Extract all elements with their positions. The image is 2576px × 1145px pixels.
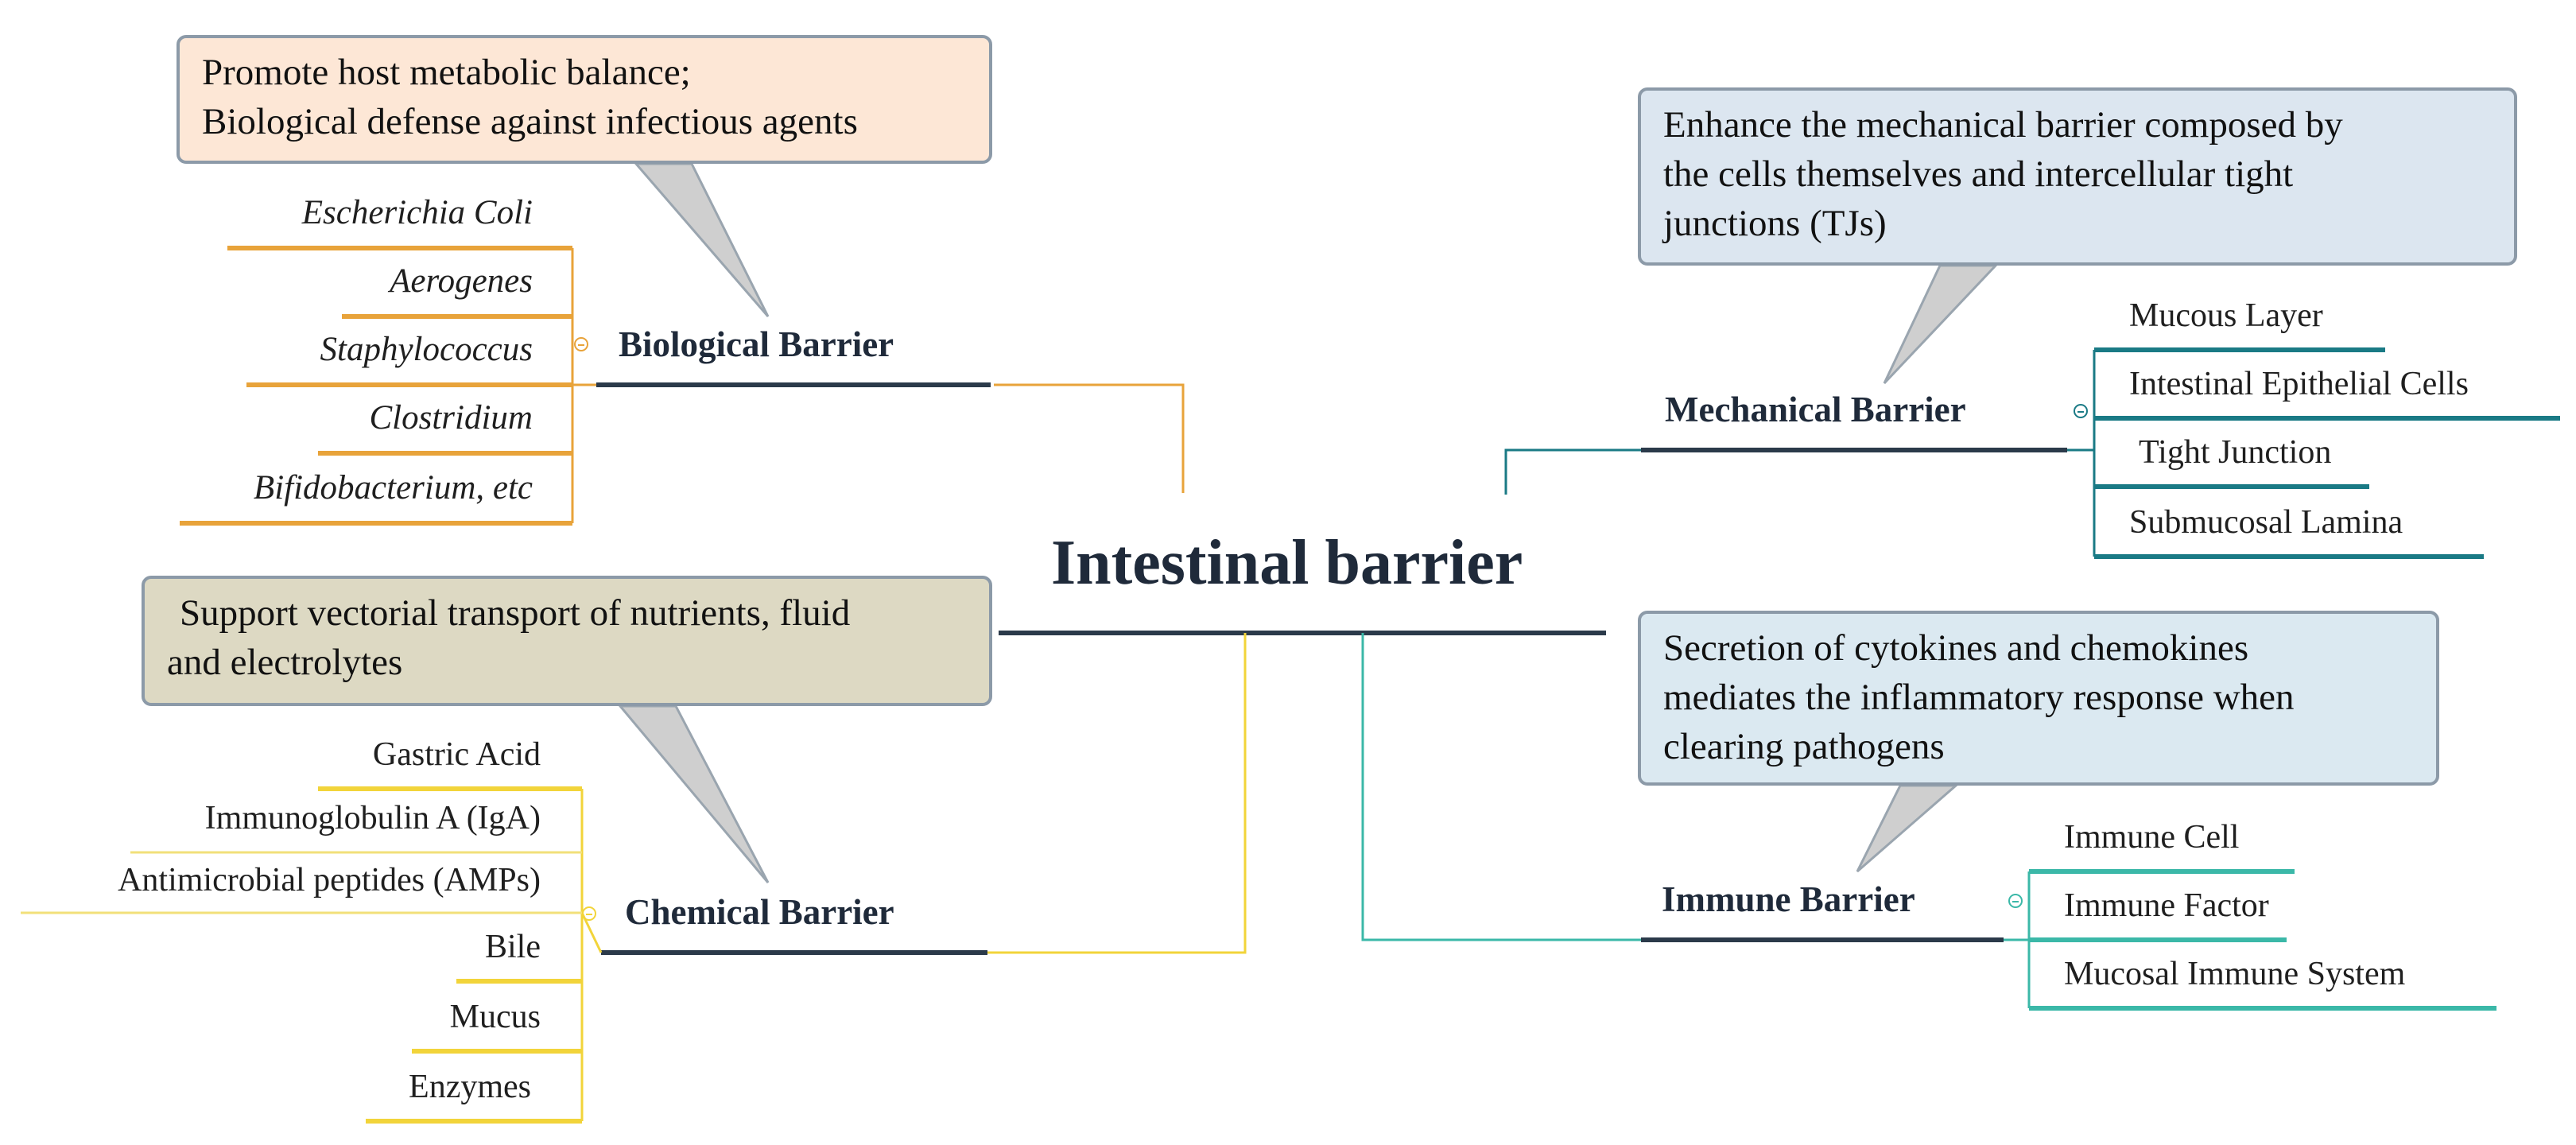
- biological-collapse-toggle[interactable]: [574, 337, 588, 351]
- chemical-leaf-bile[interactable]: Bile: [485, 929, 541, 965]
- branch-chemical[interactable]: Chemical Barrier: [625, 892, 894, 932]
- mechanical-leaf-epithelial-cells[interactable]: Intestinal Epithelial Cells: [2129, 366, 2469, 402]
- biological-leaf-lines: [180, 246, 596, 526]
- chemical-leaf-gastric-acid[interactable]: Gastric Acid: [372, 736, 541, 773]
- callout-mechanical-line-1: Enhance the mechanical barrier composed …: [1663, 104, 2343, 146]
- callout-mechanical-line-2: the cells themselves and intercellular t…: [1663, 153, 2294, 195]
- callout-biological-line-2: Biological defense against infectious ag…: [202, 101, 858, 142]
- callout-pointer-mechanical: [1883, 264, 1999, 385]
- chemical-leaf-mucus[interactable]: Mucus: [449, 999, 541, 1035]
- callout-chemical-line-2: and electrolytes: [167, 642, 403, 683]
- trunk-mechanical: [1504, 448, 1641, 495]
- chemical-leaf-lines: [21, 786, 603, 1124]
- trunk-biological: [994, 383, 1185, 493]
- biological-leaf-clostridium[interactable]: Clostridium: [369, 399, 533, 437]
- immune-leaf-immune-cell[interactable]: Immune Cell: [2064, 819, 2240, 856]
- chemical-leaf-enzymes[interactable]: Enzymes: [409, 1069, 531, 1105]
- biological-leaf-bifidobacterium[interactable]: Bifidobacterium, etc: [253, 469, 533, 507]
- callout-chemical: Support vectorial transport of nutrients…: [142, 576, 992, 706]
- immune-leaf-immune-factor[interactable]: Immune Factor: [2064, 887, 2269, 924]
- biological-leaf-staphylococcus[interactable]: Staphylococcus: [320, 331, 533, 368]
- biological-leaf-aerogenes[interactable]: Aerogenes: [390, 262, 533, 300]
- mechanical-leaf-tight-junction[interactable]: Tight Junction: [2139, 434, 2332, 471]
- chemical-leaf-amps[interactable]: Antimicrobial peptides (AMPs): [118, 862, 541, 899]
- immune-leaf-mucosal-immune-system[interactable]: Mucosal Immune System: [2064, 956, 2406, 992]
- callout-mechanical: Enhance the mechanical barrier composed …: [1638, 87, 2517, 266]
- callout-immune-line-3: clearing pathogens: [1663, 726, 1945, 767]
- branch-biological[interactable]: Biological Barrier: [619, 324, 894, 364]
- callout-biological-line-1: Promote host metabolic balance;: [202, 52, 691, 93]
- callout-chemical-line-1: Support vectorial transport of nutrients…: [180, 592, 851, 634]
- biological-leaf-escherichia-coli[interactable]: Escherichia Coli: [301, 194, 533, 231]
- chemical-leaf-iga[interactable]: Immunoglobulin A (IgA): [204, 800, 541, 836]
- mechanical-leaf-submucosal-lamina[interactable]: Submucosal Lamina: [2129, 504, 2403, 541]
- callout-mechanical-line-3: junctions (TJs): [1663, 203, 1887, 244]
- center-topic[interactable]: Intestinal barrier: [1051, 528, 1523, 598]
- branch-immune[interactable]: Immune Barrier: [1662, 879, 1915, 919]
- chemical-collapse-toggle[interactable]: [582, 906, 596, 921]
- mechanical-leaf-lines: [2067, 347, 2560, 559]
- mechanical-collapse-toggle[interactable]: [2074, 404, 2088, 418]
- trunk-immune: [1361, 633, 1641, 941]
- immune-leaf-lines: [2004, 869, 2496, 1011]
- callout-biological: Promote host metabolic balance; Biologic…: [177, 35, 992, 164]
- branch-mechanical[interactable]: Mechanical Barrier: [1665, 390, 1966, 429]
- callout-immune-line-2: mediates the inflammatory response when: [1663, 677, 2295, 718]
- callout-pointer-immune: [1856, 784, 1960, 873]
- immune-collapse-toggle[interactable]: [2008, 894, 2023, 908]
- mechanical-leaf-mucous-layer[interactable]: Mucous Layer: [2129, 297, 2323, 334]
- trunk-chemical: [986, 633, 1247, 954]
- callout-immune: Secretion of cytokines and chemokines me…: [1638, 611, 2439, 786]
- callout-pointer-biological: [633, 162, 770, 317]
- callout-pointer-chemical: [617, 704, 770, 883]
- callout-immune-line-1: Secretion of cytokines and chemokines: [1663, 627, 2249, 669]
